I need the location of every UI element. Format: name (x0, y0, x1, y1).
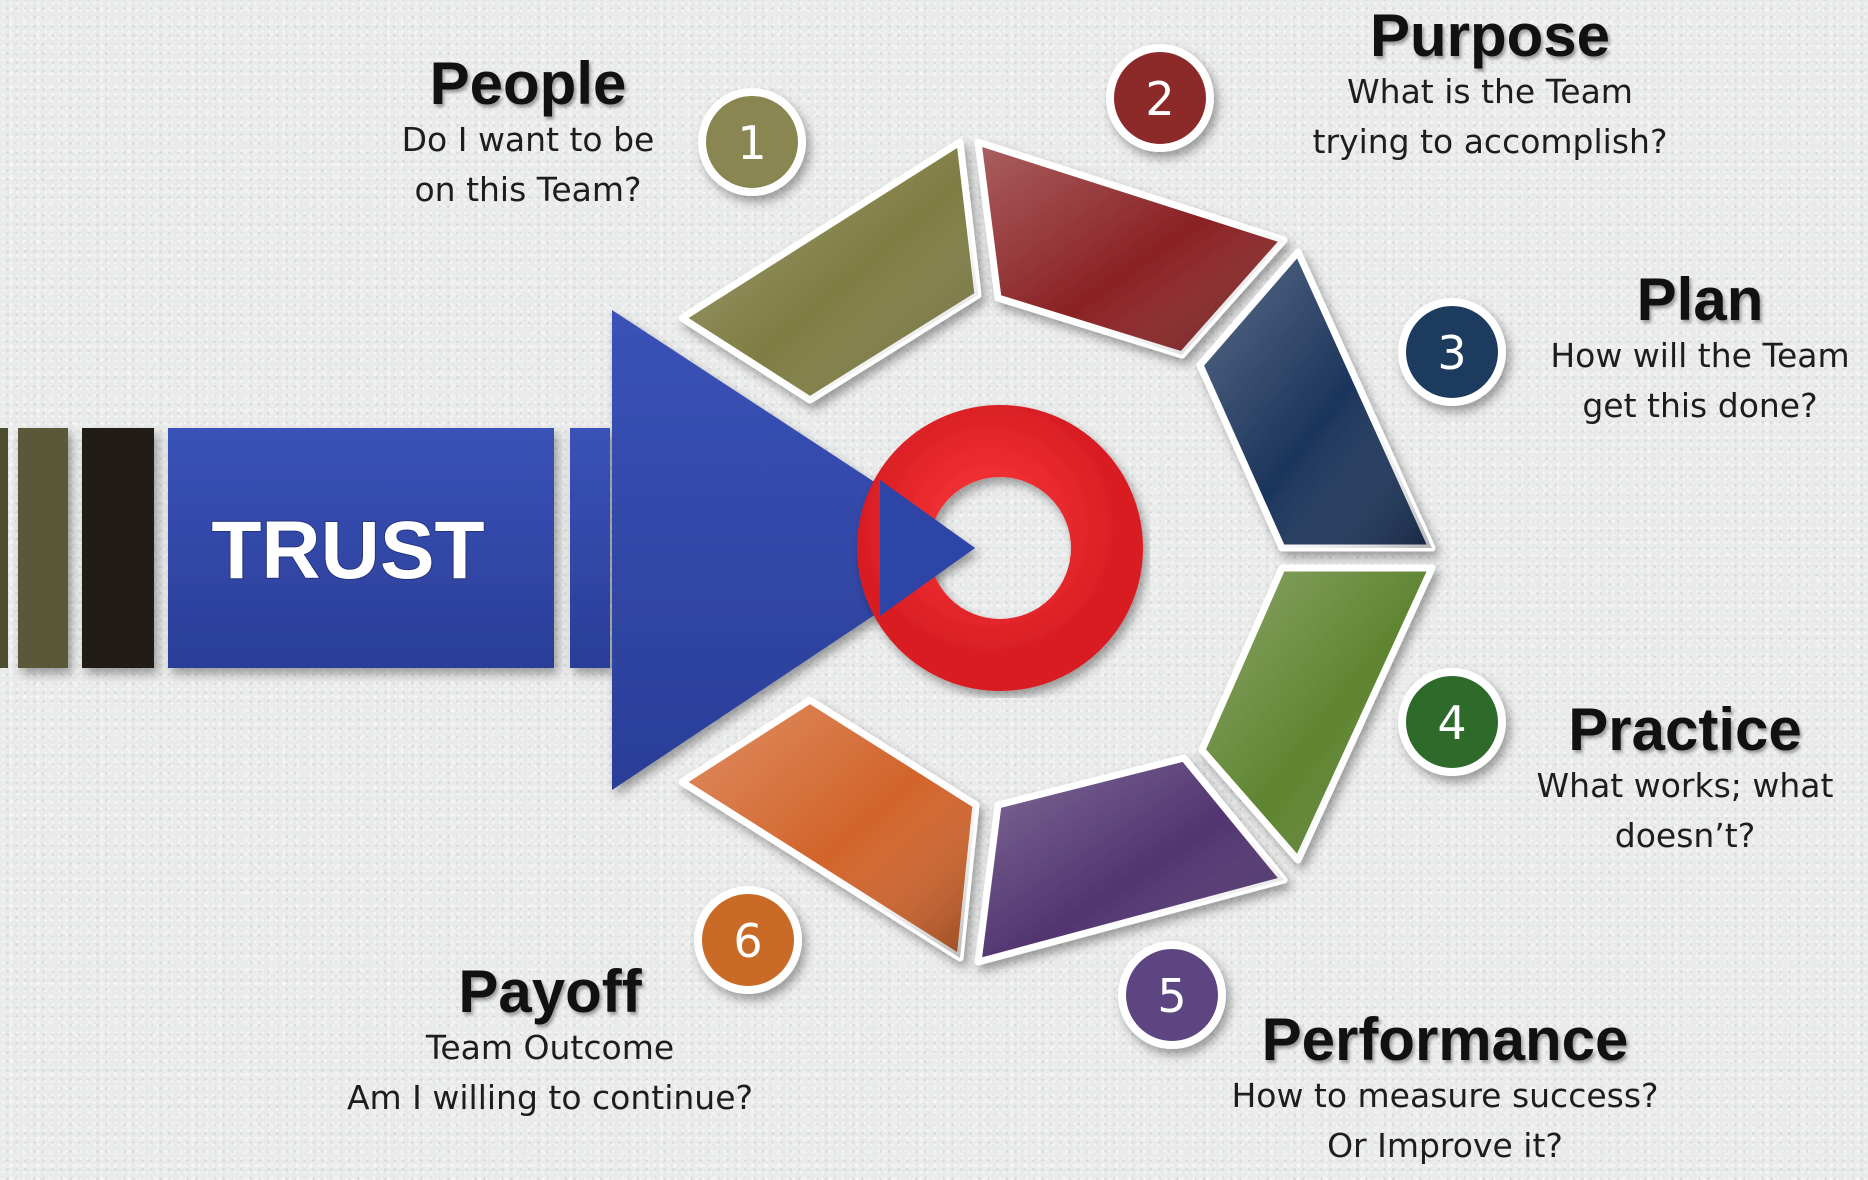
stripe-2 (82, 428, 154, 668)
step-question-line: trying to accomplish? (1312, 122, 1668, 161)
badge-circle (698, 88, 806, 196)
step-question-line: Do I want to be (401, 120, 655, 159)
segment-shading (1200, 252, 1432, 548)
step-question-line: Am I willing to continue? (346, 1078, 754, 1117)
badge-number: 6 (733, 914, 762, 968)
trust-arrow-head (612, 310, 975, 790)
step-badge-6: 6 (694, 886, 802, 994)
segment-plan (1196, 248, 1436, 552)
step-question-line: Or Improve it? (1327, 1126, 1563, 1165)
label-plan: Plan How will the Team get this done? (1530, 268, 1868, 431)
segment-payoff (678, 696, 980, 962)
segment-performance (974, 754, 1288, 966)
step-title: Plan (1636, 266, 1764, 333)
stripe-3 (0, 428, 8, 668)
label-purpose: Purpose What is the Team trying to accom… (1270, 4, 1710, 167)
step-question-line: get this done? (1582, 386, 1818, 425)
step-question-line: What is the Team (1347, 72, 1633, 111)
segments-group (678, 138, 1436, 966)
trust-label: TRUST (211, 505, 484, 596)
badge-number: 1 (737, 116, 766, 170)
label-people: People Do I want to be on this Team? (346, 52, 710, 215)
segment-shading (682, 700, 976, 958)
step-badge-3: 3 (1398, 298, 1506, 406)
segment-practice (1198, 564, 1436, 864)
badge-number: 5 (1157, 969, 1186, 1023)
step-title: People (429, 50, 627, 117)
trust-arrow-tip (880, 480, 975, 616)
segment-shading (978, 142, 1284, 355)
step-question-line: What works; what (1536, 766, 1834, 805)
step-badge-1: 1 (698, 88, 806, 196)
step-title: Practice (1568, 696, 1802, 763)
segment-shading (682, 142, 978, 400)
step-question-line: on this Team? (414, 170, 642, 209)
badge-number: 2 (1145, 72, 1174, 126)
step-title: Performance (1261, 1006, 1629, 1073)
step-question-line: How will the Team (1550, 336, 1850, 375)
step-badge-5: 5 (1118, 941, 1226, 1049)
segment-people (678, 138, 982, 404)
step-title: Payoff (458, 958, 642, 1025)
step-question-line: Team Outcome (425, 1028, 675, 1067)
badge-circle (1398, 298, 1506, 406)
badge-circle (1118, 941, 1226, 1049)
step-question-line: doesn’t? (1614, 816, 1756, 855)
label-performance: Performance How to measure success? Or I… (1200, 1008, 1690, 1171)
step-title: Purpose (1369, 2, 1611, 69)
badge-circle (694, 886, 802, 994)
badge-number: 3 (1437, 326, 1466, 380)
step-question-line: How to measure success? (1231, 1076, 1659, 1115)
segment-shading (1202, 568, 1432, 860)
step-badge-2: 2 (1106, 44, 1214, 152)
segment-shading (978, 758, 1284, 962)
badge-circle (1106, 44, 1214, 152)
badge-circle (1398, 668, 1506, 776)
label-payoff: Payoff Team Outcome Am I willing to cont… (320, 960, 780, 1123)
step-badge-4: 4 (1398, 668, 1506, 776)
stripe-1 (18, 428, 68, 668)
trust-arrow-shaft-end (570, 428, 610, 668)
segment-purpose (974, 138, 1288, 359)
badge-number: 4 (1437, 696, 1466, 750)
trust-arrow-shaft (168, 428, 554, 668)
label-practice: Practice What works; what doesn’t? (1510, 698, 1860, 861)
badges-group: 1 2 3 4 5 6 (694, 44, 1506, 1049)
trust-arrow (168, 310, 975, 790)
